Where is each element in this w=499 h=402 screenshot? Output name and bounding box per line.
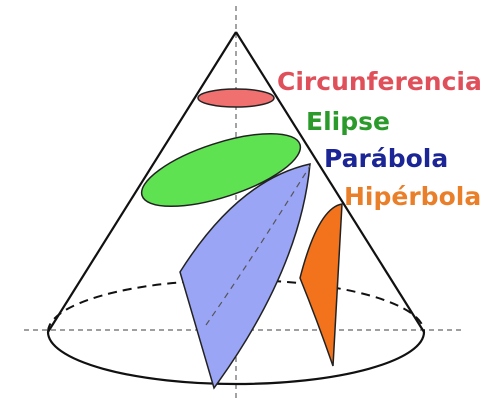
circle-label: Circunferencia [277,67,482,96]
cone-left-side [47,31,237,333]
ellipse-label: Elipse [306,107,390,136]
cone-right-side [235,31,425,333]
cone-base-front [46,331,426,386]
hyperbola-section [299,203,343,367]
hyperbola-label: Hipérbola [344,182,481,211]
parabola-label: Parábola [324,144,448,173]
parabola-section [179,163,311,390]
circle-section [197,88,275,108]
ellipse-section [140,132,302,208]
